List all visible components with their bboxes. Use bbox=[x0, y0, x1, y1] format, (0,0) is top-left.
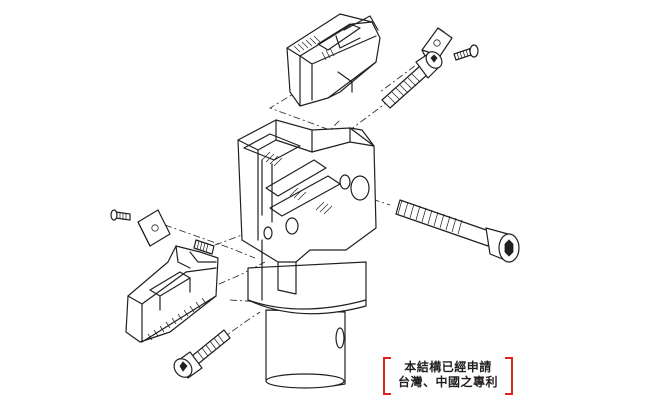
bottom-jaw bbox=[125, 239, 219, 343]
bottom-insert-screw bbox=[110, 209, 131, 221]
patent-note-line-2: 台灣、中國之專利 bbox=[397, 375, 498, 389]
long-cap-screw bbox=[395, 199, 520, 263]
tool-body bbox=[237, 119, 377, 389]
patent-note: 本結構已經申請 台灣、中國之專利 bbox=[383, 357, 513, 395]
top-cap-screw bbox=[381, 51, 443, 109]
left-red-bracket bbox=[383, 357, 391, 395]
patent-note-line-1: 本結構已經申請 bbox=[404, 360, 492, 374]
right-red-bracket bbox=[505, 357, 513, 395]
top-insert-screw bbox=[453, 44, 479, 61]
bottom-cap-screw bbox=[173, 329, 231, 379]
top-jaw bbox=[286, 13, 381, 107]
bottom-insert bbox=[137, 209, 171, 247]
